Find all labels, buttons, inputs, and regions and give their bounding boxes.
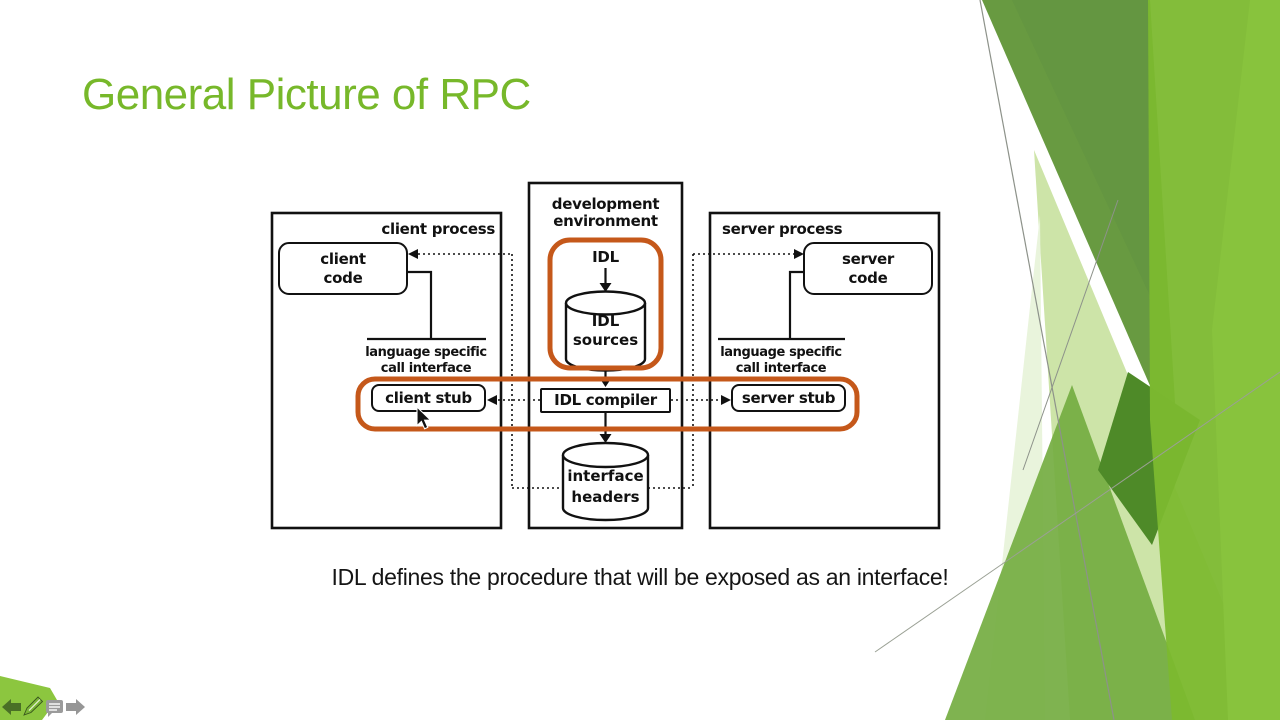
client-interface-line1: language specific — [365, 345, 487, 360]
interface-headers-line1: interface — [567, 467, 644, 485]
interface-headers-line2: headers — [571, 488, 640, 506]
dark-green-patch — [1098, 372, 1200, 545]
client-interface-line2: call interface — [380, 361, 472, 376]
previous-slide-arrow-icon[interactable] — [2, 699, 21, 715]
arrowhead-down-3 — [599, 434, 612, 443]
idl-label: IDL — [592, 248, 619, 266]
next-slide-arrow-icon[interactable] — [66, 699, 85, 715]
idl-sources-line2: sources — [572, 331, 639, 349]
client-code-line2: code — [323, 268, 363, 287]
lightest-green-beam — [985, 215, 1045, 720]
server-interface-line2: call interface — [735, 361, 827, 376]
arrowhead-left-client-code — [408, 249, 418, 259]
server-code-line1: server — [841, 249, 895, 268]
annotation-menu-tail — [48, 712, 53, 717]
idl-compiler-box: IDL compiler — [540, 388, 671, 413]
client-stub-box: client stub — [371, 384, 486, 412]
server-stub-box: server stub — [731, 384, 846, 412]
medium-green-beam — [945, 385, 1195, 720]
next-slide-button[interactable] — [66, 699, 85, 715]
arrowhead-down-2 — [599, 378, 612, 387]
idl-sources-label: IDL sources — [566, 312, 645, 350]
olive-green-wedge — [982, 0, 1178, 450]
dev-env-line1: development — [551, 195, 660, 213]
pen-slot — [28, 699, 41, 711]
client-code-line1: client — [320, 249, 366, 268]
dev-env-line2: environment — [553, 212, 658, 231]
interface-headers-label: interface headers — [560, 466, 651, 508]
server-interface-line1: language specific — [720, 345, 842, 360]
idl-compiler-label: IDL compiler — [554, 391, 657, 410]
server-process-label: server process — [722, 220, 843, 238]
light-green-beam — [1034, 150, 1272, 720]
arrowhead-left-client-stub — [487, 395, 497, 405]
presenter-nav-controls — [2, 696, 85, 717]
idl-sources-line1: IDL — [591, 312, 620, 330]
arrowhead-down-1 — [599, 283, 612, 292]
annotation-menu-button[interactable] — [46, 700, 63, 717]
server-code-box: server code — [803, 242, 933, 295]
bright-green-strip — [1212, 0, 1280, 720]
thin-diagonal-line-3 — [1022, 199, 1119, 471]
development-environment-label: development environment — [534, 195, 677, 231]
server-stub-label: server stub — [741, 388, 836, 407]
client-process-label: client process — [381, 220, 495, 238]
arrowhead-right-server-stub — [721, 395, 731, 405]
bright-green-slab — [1148, 0, 1280, 720]
previous-slide-button[interactable] — [2, 699, 21, 715]
server-call-interface-label: language specific call interface — [701, 345, 861, 377]
server-code-line2: code — [848, 268, 888, 287]
olive-green-inner-wedge — [1012, 0, 1166, 330]
client-stub-label: client stub — [385, 388, 472, 407]
client-call-interface-label: language specific call interface — [346, 345, 506, 377]
page-title: General Picture of RPC — [82, 70, 531, 119]
slide-caption: IDL defines the procedure that will be e… — [331, 564, 949, 590]
pen-tool-button[interactable] — [23, 696, 44, 716]
interface-headers-cylinder-top — [561, 441, 650, 469]
client-code-box: client code — [278, 242, 408, 295]
thin-diagonal-line-1 — [979, 0, 1115, 720]
thin-diagonal-line-2 — [874, 371, 1280, 653]
